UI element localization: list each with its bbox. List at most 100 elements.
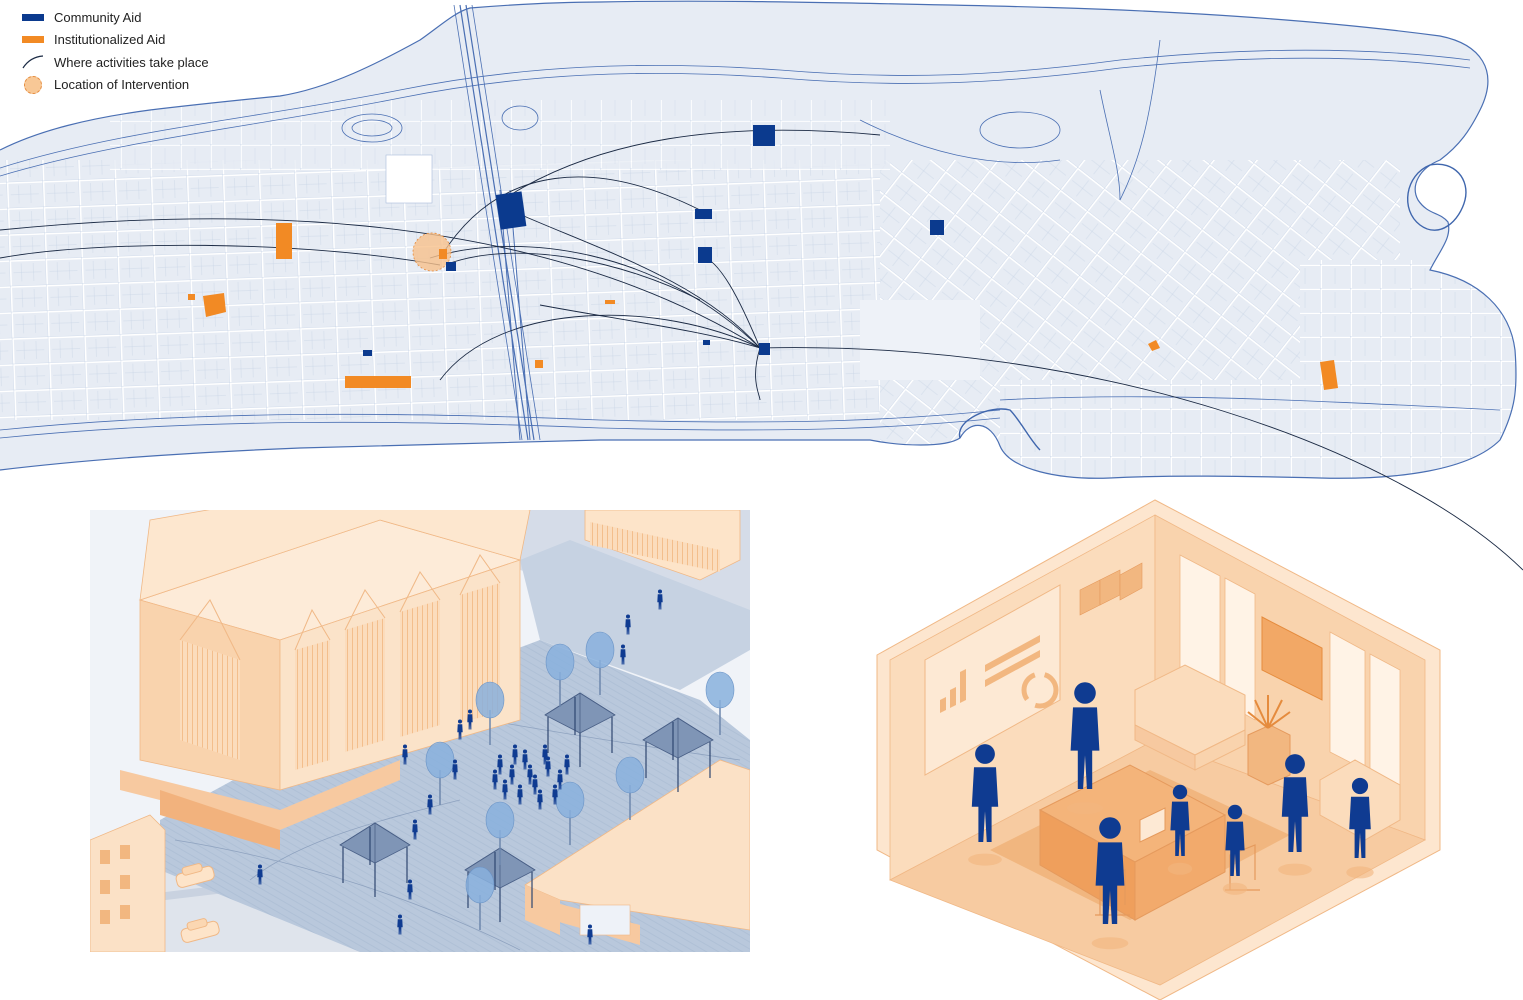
activity-line: [0, 218, 761, 349]
legend-label: Institutionalized Aid: [54, 32, 166, 48]
plaza-person: [509, 764, 515, 785]
plaza-person: [257, 864, 263, 885]
plaza-person: [467, 709, 473, 730]
activity-line-swatch-icon: [22, 55, 44, 69]
institutionalized-aid-site: [203, 293, 226, 317]
plaza-axonometric-scene: [90, 510, 750, 952]
community-aid-site: [446, 262, 456, 271]
car: [180, 918, 220, 943]
community-aid-site: [363, 350, 372, 356]
plaza-person: [542, 744, 548, 765]
community-aid-site: [753, 125, 775, 146]
sofa: [1134, 664, 1246, 771]
institutionalized-aid-markers: [188, 223, 1338, 390]
institutionalized-aid-site: [345, 376, 411, 388]
pavilion: [642, 717, 714, 792]
coast-roads: [0, 0, 1517, 479]
map-legend: Community Aid Institutionalized Aid Wher…: [22, 6, 209, 96]
tree: [425, 741, 455, 805]
tree: [485, 801, 515, 865]
plaza-person: [492, 769, 498, 790]
plaza-person: [407, 879, 413, 900]
plaza-person: [457, 719, 463, 740]
activity-line: [439, 314, 761, 381]
community-aid-site: [930, 220, 944, 235]
legend-item-institutionalized-aid: Institutionalized Aid: [22, 29, 209, 52]
community-room-scene: [876, 499, 1441, 1000]
institutionalized-aid-swatch: [22, 36, 44, 44]
corkboard: [1261, 616, 1323, 701]
activity-line: [755, 347, 761, 401]
pavilion: [339, 822, 411, 897]
plaza-person: [552, 784, 558, 805]
plaza-person: [512, 744, 518, 765]
room-person: [1095, 817, 1125, 924]
shoreline-detail: [959, 163, 1467, 451]
legend-label: Community Aid: [54, 9, 142, 25]
neighborhood-map: [0, 0, 1523, 571]
tree: [615, 756, 645, 820]
community-aid-site: [495, 191, 527, 230]
trees: [425, 631, 735, 930]
community-aid-site: [698, 247, 712, 263]
windows: [1179, 554, 1401, 791]
room-person: [1281, 754, 1309, 852]
plaza-person: [620, 644, 626, 665]
plaza-person: [545, 756, 551, 777]
plaza-person: [412, 819, 418, 840]
plaza-person: [587, 924, 593, 945]
potted-plant: [1247, 695, 1291, 786]
activity-line: [429, 246, 761, 349]
activity-line: [759, 347, 1523, 571]
room-person: [971, 744, 999, 842]
institutionalized-aid-site: [605, 300, 615, 304]
activity-line: [509, 209, 761, 349]
wall-shelves: [1079, 562, 1143, 616]
activity-line: [509, 129, 881, 196]
plaza-person: [517, 784, 523, 805]
institutionalized-aid-site: [1148, 340, 1160, 351]
car: [175, 863, 215, 888]
board-chart: [940, 635, 1040, 713]
tree: [585, 631, 615, 695]
institutionalized-aid-site: [535, 360, 543, 368]
plaza-person: [557, 769, 563, 790]
plaza-person: [427, 794, 433, 815]
room-person: [1070, 682, 1100, 789]
tree: [545, 643, 575, 707]
legend-item-activity-lines: Where activities take place: [22, 51, 209, 74]
plaza-person: [625, 614, 631, 635]
room-people: [968, 682, 1374, 950]
plaza-person: [564, 754, 570, 775]
plaza-person: [502, 779, 508, 800]
vehicles: [175, 863, 220, 943]
community-aid-swatch: [22, 13, 44, 21]
plaza-person: [397, 914, 403, 935]
legend-label: Where activities take place: [54, 54, 209, 70]
plaza-person: [402, 744, 408, 765]
street-grid: [0, 100, 1517, 479]
institutionalized-aid-site: [1320, 360, 1338, 390]
room-person: [1349, 777, 1371, 858]
board-pie-icon: [1021, 671, 1059, 709]
plaza-person: [537, 789, 543, 810]
institutionalized-aid-site: [439, 249, 447, 259]
plaza-person: [522, 749, 528, 770]
activity-line: [449, 252, 701, 301]
legend-item-intervention: Location of Intervention: [22, 74, 209, 97]
plaza-people: [257, 589, 663, 945]
institutionalized-aid-site: [188, 294, 195, 300]
institutionalized-aid-site: [276, 223, 292, 259]
plaza-person: [497, 754, 503, 775]
plaza-person: [532, 774, 538, 795]
activity-line: [0, 244, 441, 266]
legend-item-community-aid: Community Aid: [22, 6, 209, 29]
plaza-person: [452, 759, 458, 780]
tree: [475, 681, 505, 745]
community-aid-site: [759, 343, 770, 355]
tree: [705, 671, 735, 735]
intervention-location-marker: [412, 232, 452, 272]
pavilion: [544, 692, 616, 767]
legend-label: Location of Intervention: [54, 77, 190, 93]
